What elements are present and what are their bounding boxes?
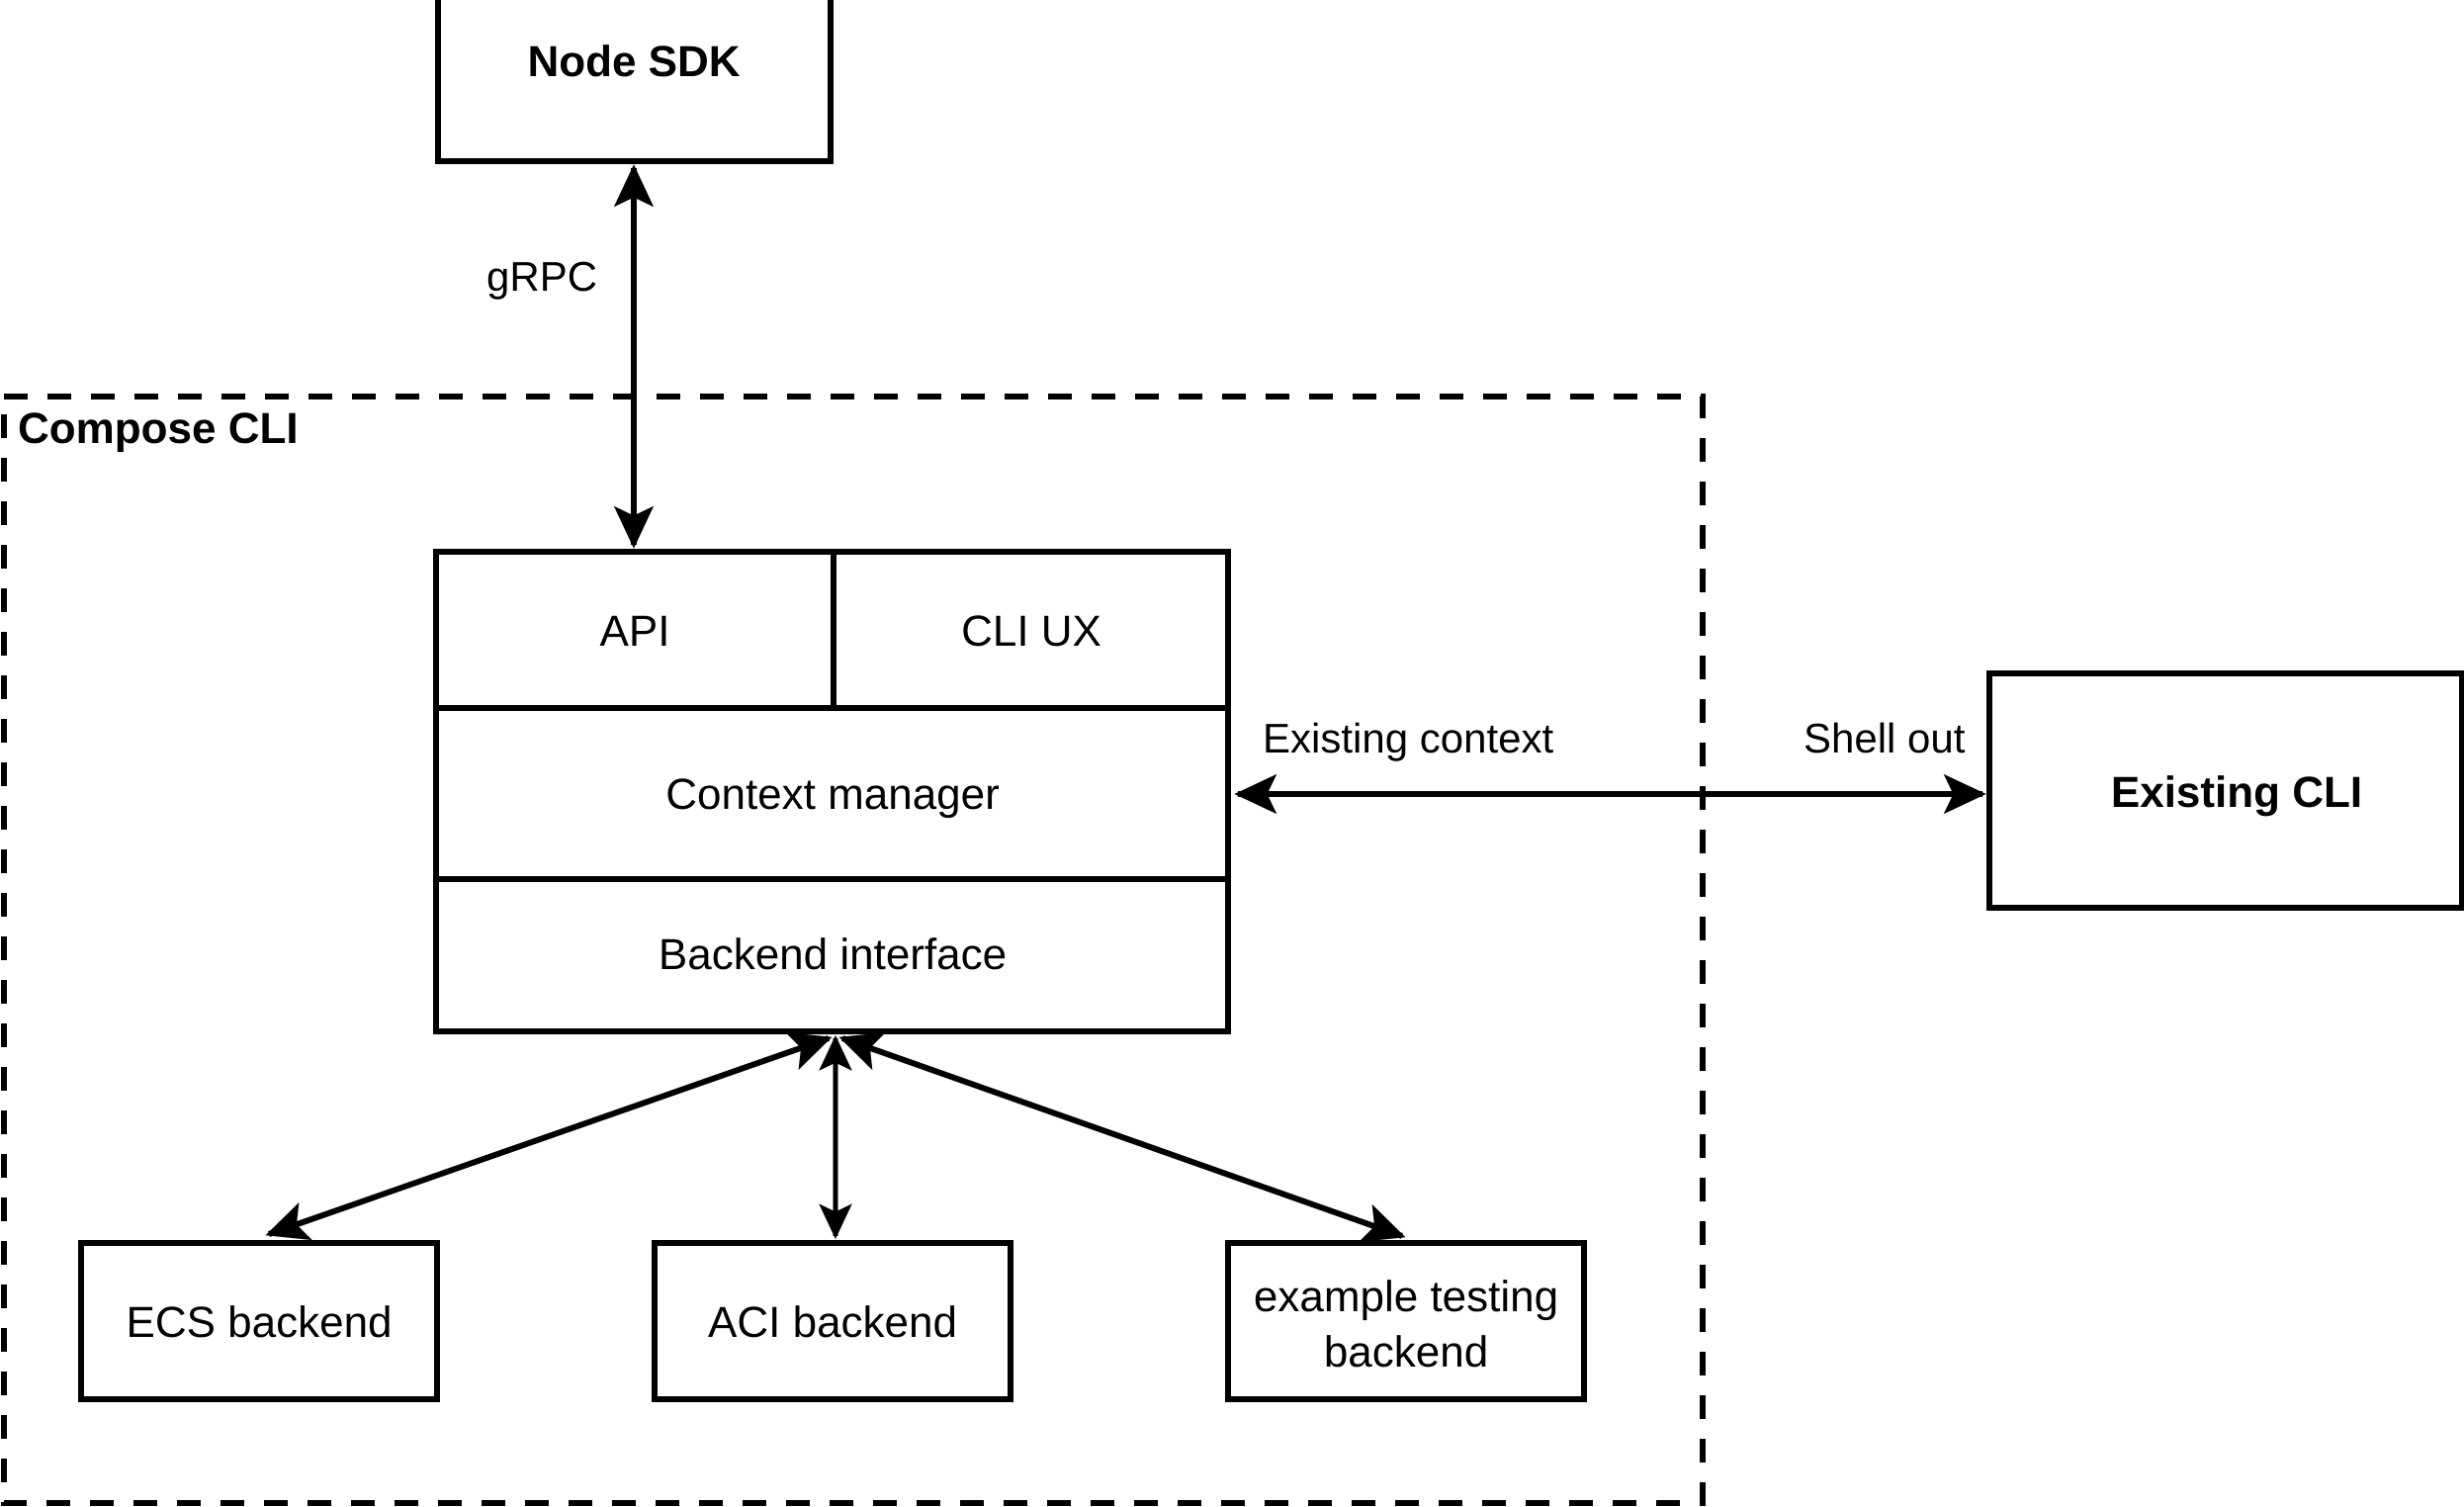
example-testing-backend-label-line2: backend bbox=[1324, 1328, 1488, 1376]
aci-backend-box bbox=[652, 1240, 1013, 1402]
cli-ux-label: CLI UX bbox=[961, 607, 1101, 656]
backend-to-ecs-connector bbox=[265, 1031, 833, 1241]
aci-backend-label: ACI backend bbox=[708, 1298, 957, 1347]
example-testing-backend-label-line1: example testing bbox=[1254, 1273, 1558, 1321]
node-sdk-box bbox=[435, 0, 834, 164]
example-testing-backend-box bbox=[1225, 1240, 1587, 1402]
grpc-label: gRPC bbox=[486, 253, 597, 300]
node-sdk-label: Node SDK bbox=[527, 38, 740, 86]
existing-cli-label: Existing CLI bbox=[2111, 768, 2362, 817]
compose-cli-group-border bbox=[1, 394, 1706, 1506]
shell-out-label: Shell out bbox=[1804, 715, 1966, 761]
api-label: API bbox=[600, 607, 670, 656]
context-manager-label: Context manager bbox=[665, 770, 1000, 819]
existing-cli-box bbox=[1986, 670, 2464, 911]
compose-cli-group-label: Compose CLI bbox=[18, 404, 299, 453]
ecs-backend-box bbox=[78, 1240, 440, 1402]
backend-to-example-connector bbox=[838, 1032, 1406, 1242]
backend-interface-label: Backend interface bbox=[659, 931, 1007, 979]
ecs-backend-label: ECS backend bbox=[126, 1298, 392, 1347]
existing-context-label: Existing context bbox=[1263, 715, 1553, 761]
